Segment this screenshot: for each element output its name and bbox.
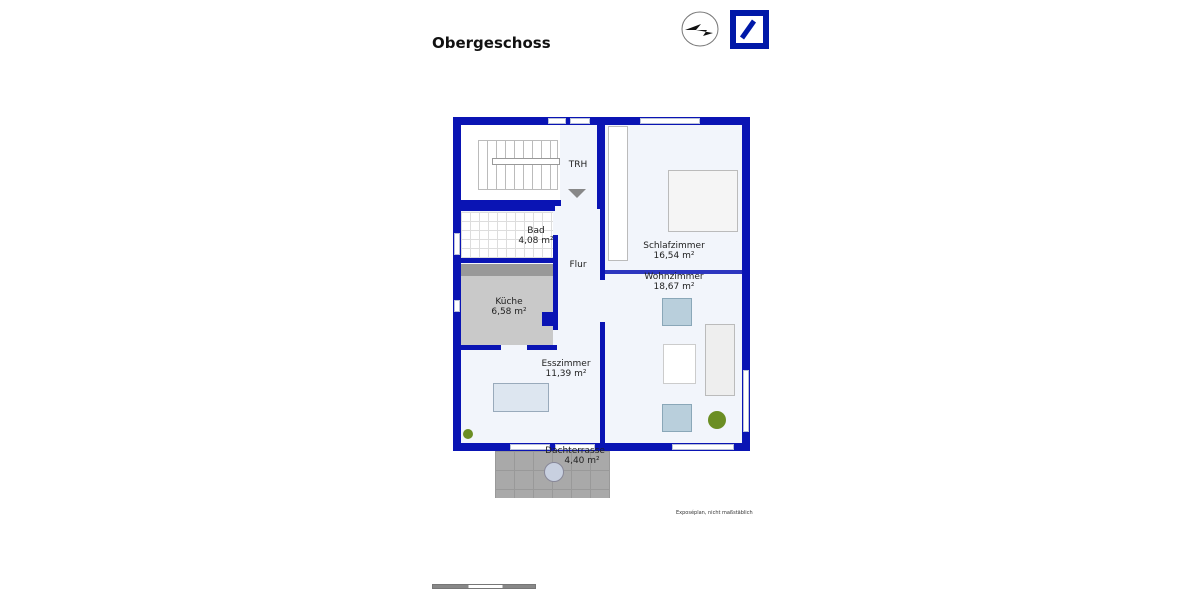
coffee-table	[663, 344, 696, 384]
room-label-trh: TRH	[568, 160, 588, 170]
wall	[742, 117, 750, 451]
wall	[453, 258, 555, 263]
room-label-dachterrasse: Dachterrasse	[545, 446, 605, 456]
kitchen-floor	[461, 264, 553, 345]
wall	[453, 200, 561, 206]
armchair	[662, 404, 692, 432]
wall	[553, 235, 558, 330]
kitchen-counter	[461, 264, 553, 276]
wall	[453, 117, 461, 451]
wall	[453, 206, 555, 211]
room-label-flur: Flur	[569, 260, 587, 270]
wall	[527, 345, 557, 350]
scale-bar	[432, 584, 536, 589]
wall	[597, 117, 605, 209]
wall	[605, 270, 742, 274]
room-label-schlafzimmer: Schlafzimmer	[643, 241, 705, 251]
room-area-dachterrasse: 4,40 m²	[564, 456, 600, 466]
window	[672, 444, 734, 450]
window	[743, 370, 749, 432]
window	[555, 444, 595, 450]
window	[454, 300, 460, 312]
room-label-wohnzimmer: Wohnzimmer	[644, 272, 704, 282]
wall	[542, 312, 556, 326]
footnote: Exposéplan, nicht maßstäblich	[676, 510, 753, 516]
bath-tiles	[461, 212, 553, 258]
room-area-bad: 4,08 m²	[518, 236, 554, 246]
dining-table	[493, 383, 549, 412]
window	[548, 118, 566, 124]
stair-arrow-icon	[568, 189, 586, 198]
plant-icon	[463, 429, 473, 439]
wall	[453, 345, 501, 350]
window	[570, 118, 590, 124]
wardrobe	[608, 126, 628, 261]
room-area-wohnzimmer: 18,67 m²	[653, 282, 695, 292]
stairs	[478, 140, 558, 190]
room-area-kueche: 6,58 m²	[491, 307, 527, 317]
room-label-esszimmer: Esszimmer	[541, 359, 591, 369]
room-label-bad: Bad	[527, 226, 545, 236]
wall	[600, 208, 605, 280]
stair-landing-bar	[492, 158, 560, 165]
window	[454, 233, 460, 255]
window	[640, 118, 700, 124]
wall	[600, 322, 605, 444]
room-area-esszimmer: 11,39 m²	[545, 369, 587, 379]
room-label-kueche: Küche	[495, 297, 523, 307]
page-title: Obergeschoss	[432, 34, 551, 52]
wall	[453, 443, 750, 451]
compass-icon	[681, 11, 719, 47]
bed	[668, 170, 738, 232]
bank-logo	[730, 10, 769, 49]
terrace-table	[544, 462, 564, 482]
armchair	[662, 298, 692, 326]
plant-icon	[708, 411, 726, 429]
window	[510, 444, 550, 450]
room-area-schlafzimmer: 16,54 m²	[653, 251, 695, 261]
sofa	[705, 324, 735, 396]
